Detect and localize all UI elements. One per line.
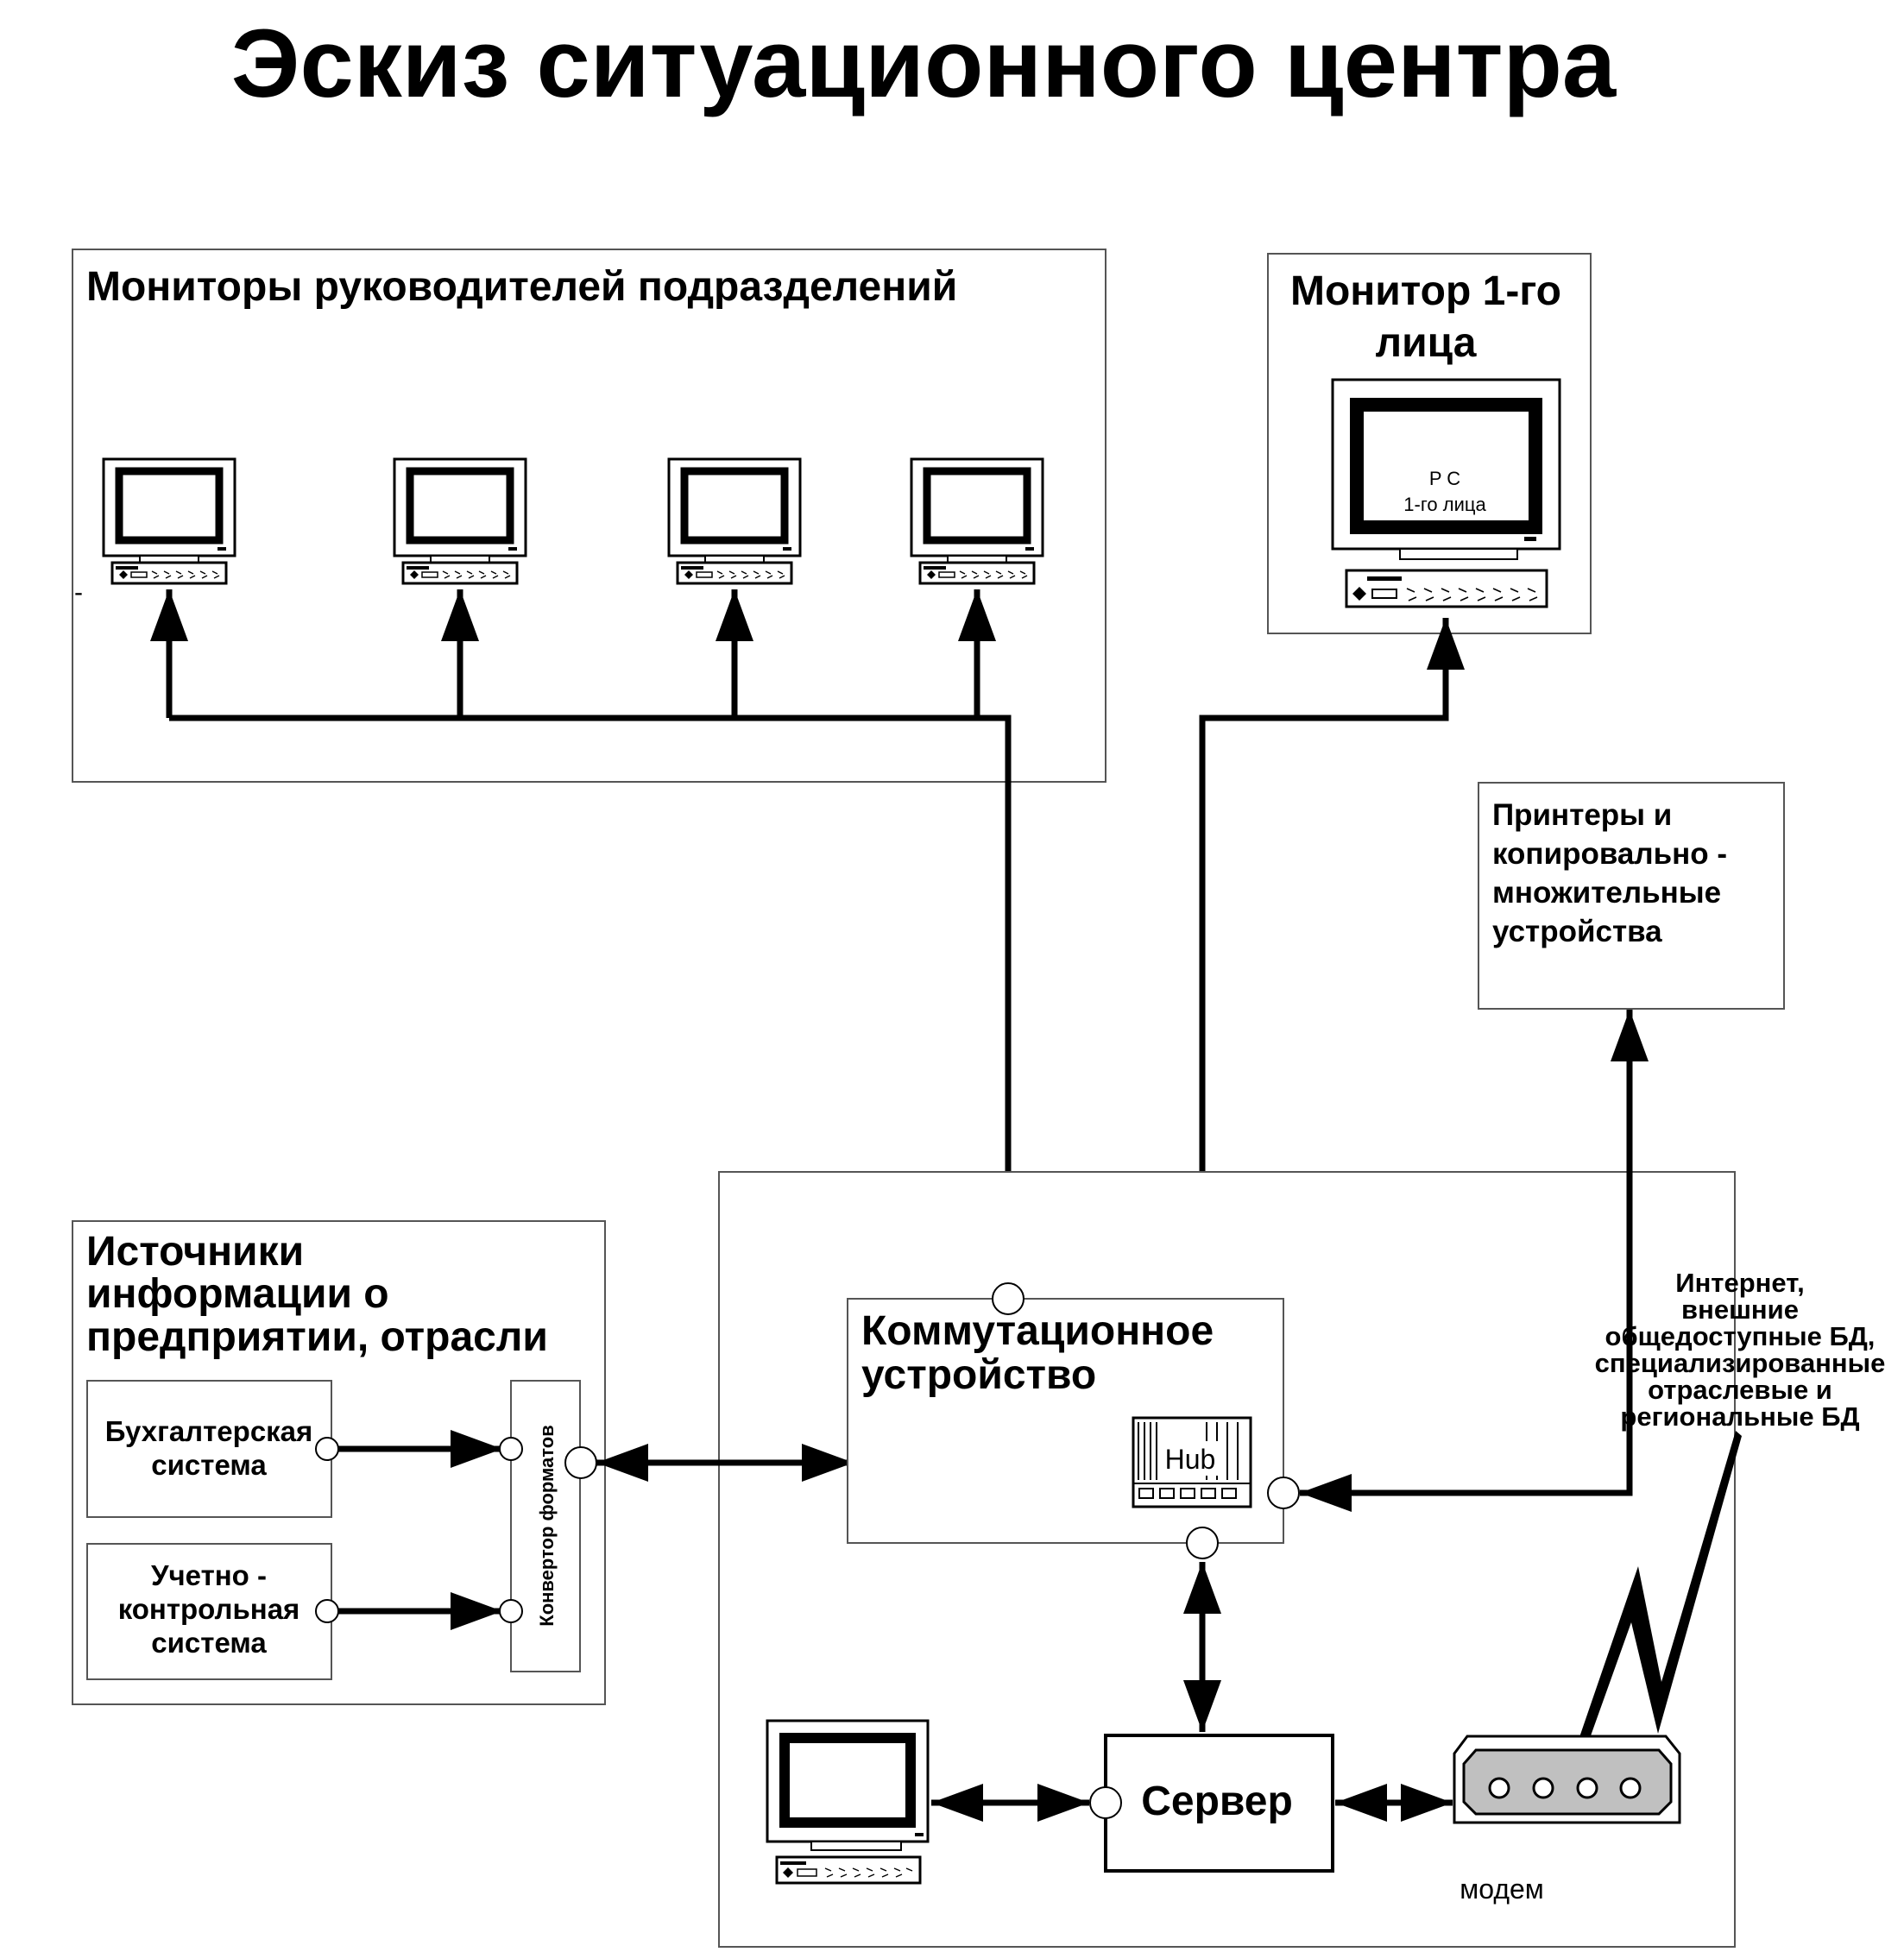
chief-monitor-title-1: Монитор 1-го [1290, 268, 1561, 314]
chief-screen-label-2: 1-го лица [1403, 494, 1486, 515]
printer-link-line [1355, 1087, 1633, 1496]
printers-text-4: устройства [1492, 915, 1662, 948]
accounting-text-1: Бухгалтерская [105, 1415, 313, 1447]
port [1267, 1477, 1300, 1509]
computer-icon [669, 459, 800, 583]
port [1089, 1786, 1122, 1819]
dept-monitors-title: Мониторы руководителей подразделений [86, 264, 957, 310]
modem-icon [1453, 1735, 1681, 1824]
format-converter-label: Конвертор форматов [536, 1425, 558, 1626]
port [499, 1437, 523, 1461]
printers-text-2: копировально - [1492, 837, 1727, 871]
printers-text-3: множительные [1492, 876, 1721, 910]
internet-text-3: общедоступные БД, [1605, 1321, 1876, 1351]
sources-title-2: информации о [86, 1271, 389, 1317]
control-system-box [86, 1543, 332, 1680]
internet-text-4: специализированные [1595, 1348, 1886, 1378]
server-label: Сервер [1141, 1779, 1293, 1824]
sources-title-1: Источники [86, 1229, 304, 1275]
internet-text-5: отраслевые и [1648, 1375, 1832, 1405]
printers-text-1: Принтеры и [1492, 798, 1672, 832]
format-converter-box [510, 1380, 581, 1672]
hub-label: Hub [1165, 1444, 1216, 1475]
internet-text-6: региональные БД [1620, 1401, 1859, 1432]
port [1186, 1527, 1219, 1559]
chief-screen-label-1: P C [1429, 468, 1460, 489]
computer-icon [911, 459, 1043, 583]
diagram-title: Эскиз ситуационного центра [231, 9, 1617, 117]
port [499, 1599, 523, 1623]
computer-icon [394, 459, 526, 583]
printers-box [1478, 782, 1785, 1010]
hub-label-bg [1161, 1441, 1220, 1476]
accounting-system-box [86, 1380, 332, 1518]
control-text-2: контрольная [118, 1593, 300, 1625]
control-text-1: Учетно - [151, 1559, 267, 1591]
port [315, 1599, 339, 1623]
dept-bus-line [169, 715, 1012, 1282]
port [315, 1437, 339, 1461]
control-text-3: система [151, 1627, 267, 1659]
port [564, 1446, 597, 1479]
lightning-icon [1570, 1431, 1742, 1765]
internet-text-2: внешние [1681, 1294, 1799, 1325]
port [992, 1282, 1025, 1315]
modem-label: модем [1460, 1873, 1544, 1905]
computer-icon [766, 1719, 930, 1885]
internet-text-1: Интернет, [1675, 1268, 1804, 1298]
chief-monitor-title-2: лица [1376, 320, 1477, 366]
accounting-text-2: система [151, 1449, 267, 1481]
computer-icon [104, 459, 235, 583]
switch-text-2: устройство [861, 1352, 1096, 1398]
sources-title-3: предприятии, отрасли [86, 1314, 548, 1360]
chief-computer-icon [1331, 378, 1561, 608]
stray-mark: - [74, 578, 83, 607]
switch-text-1: Коммутационное [861, 1308, 1214, 1354]
